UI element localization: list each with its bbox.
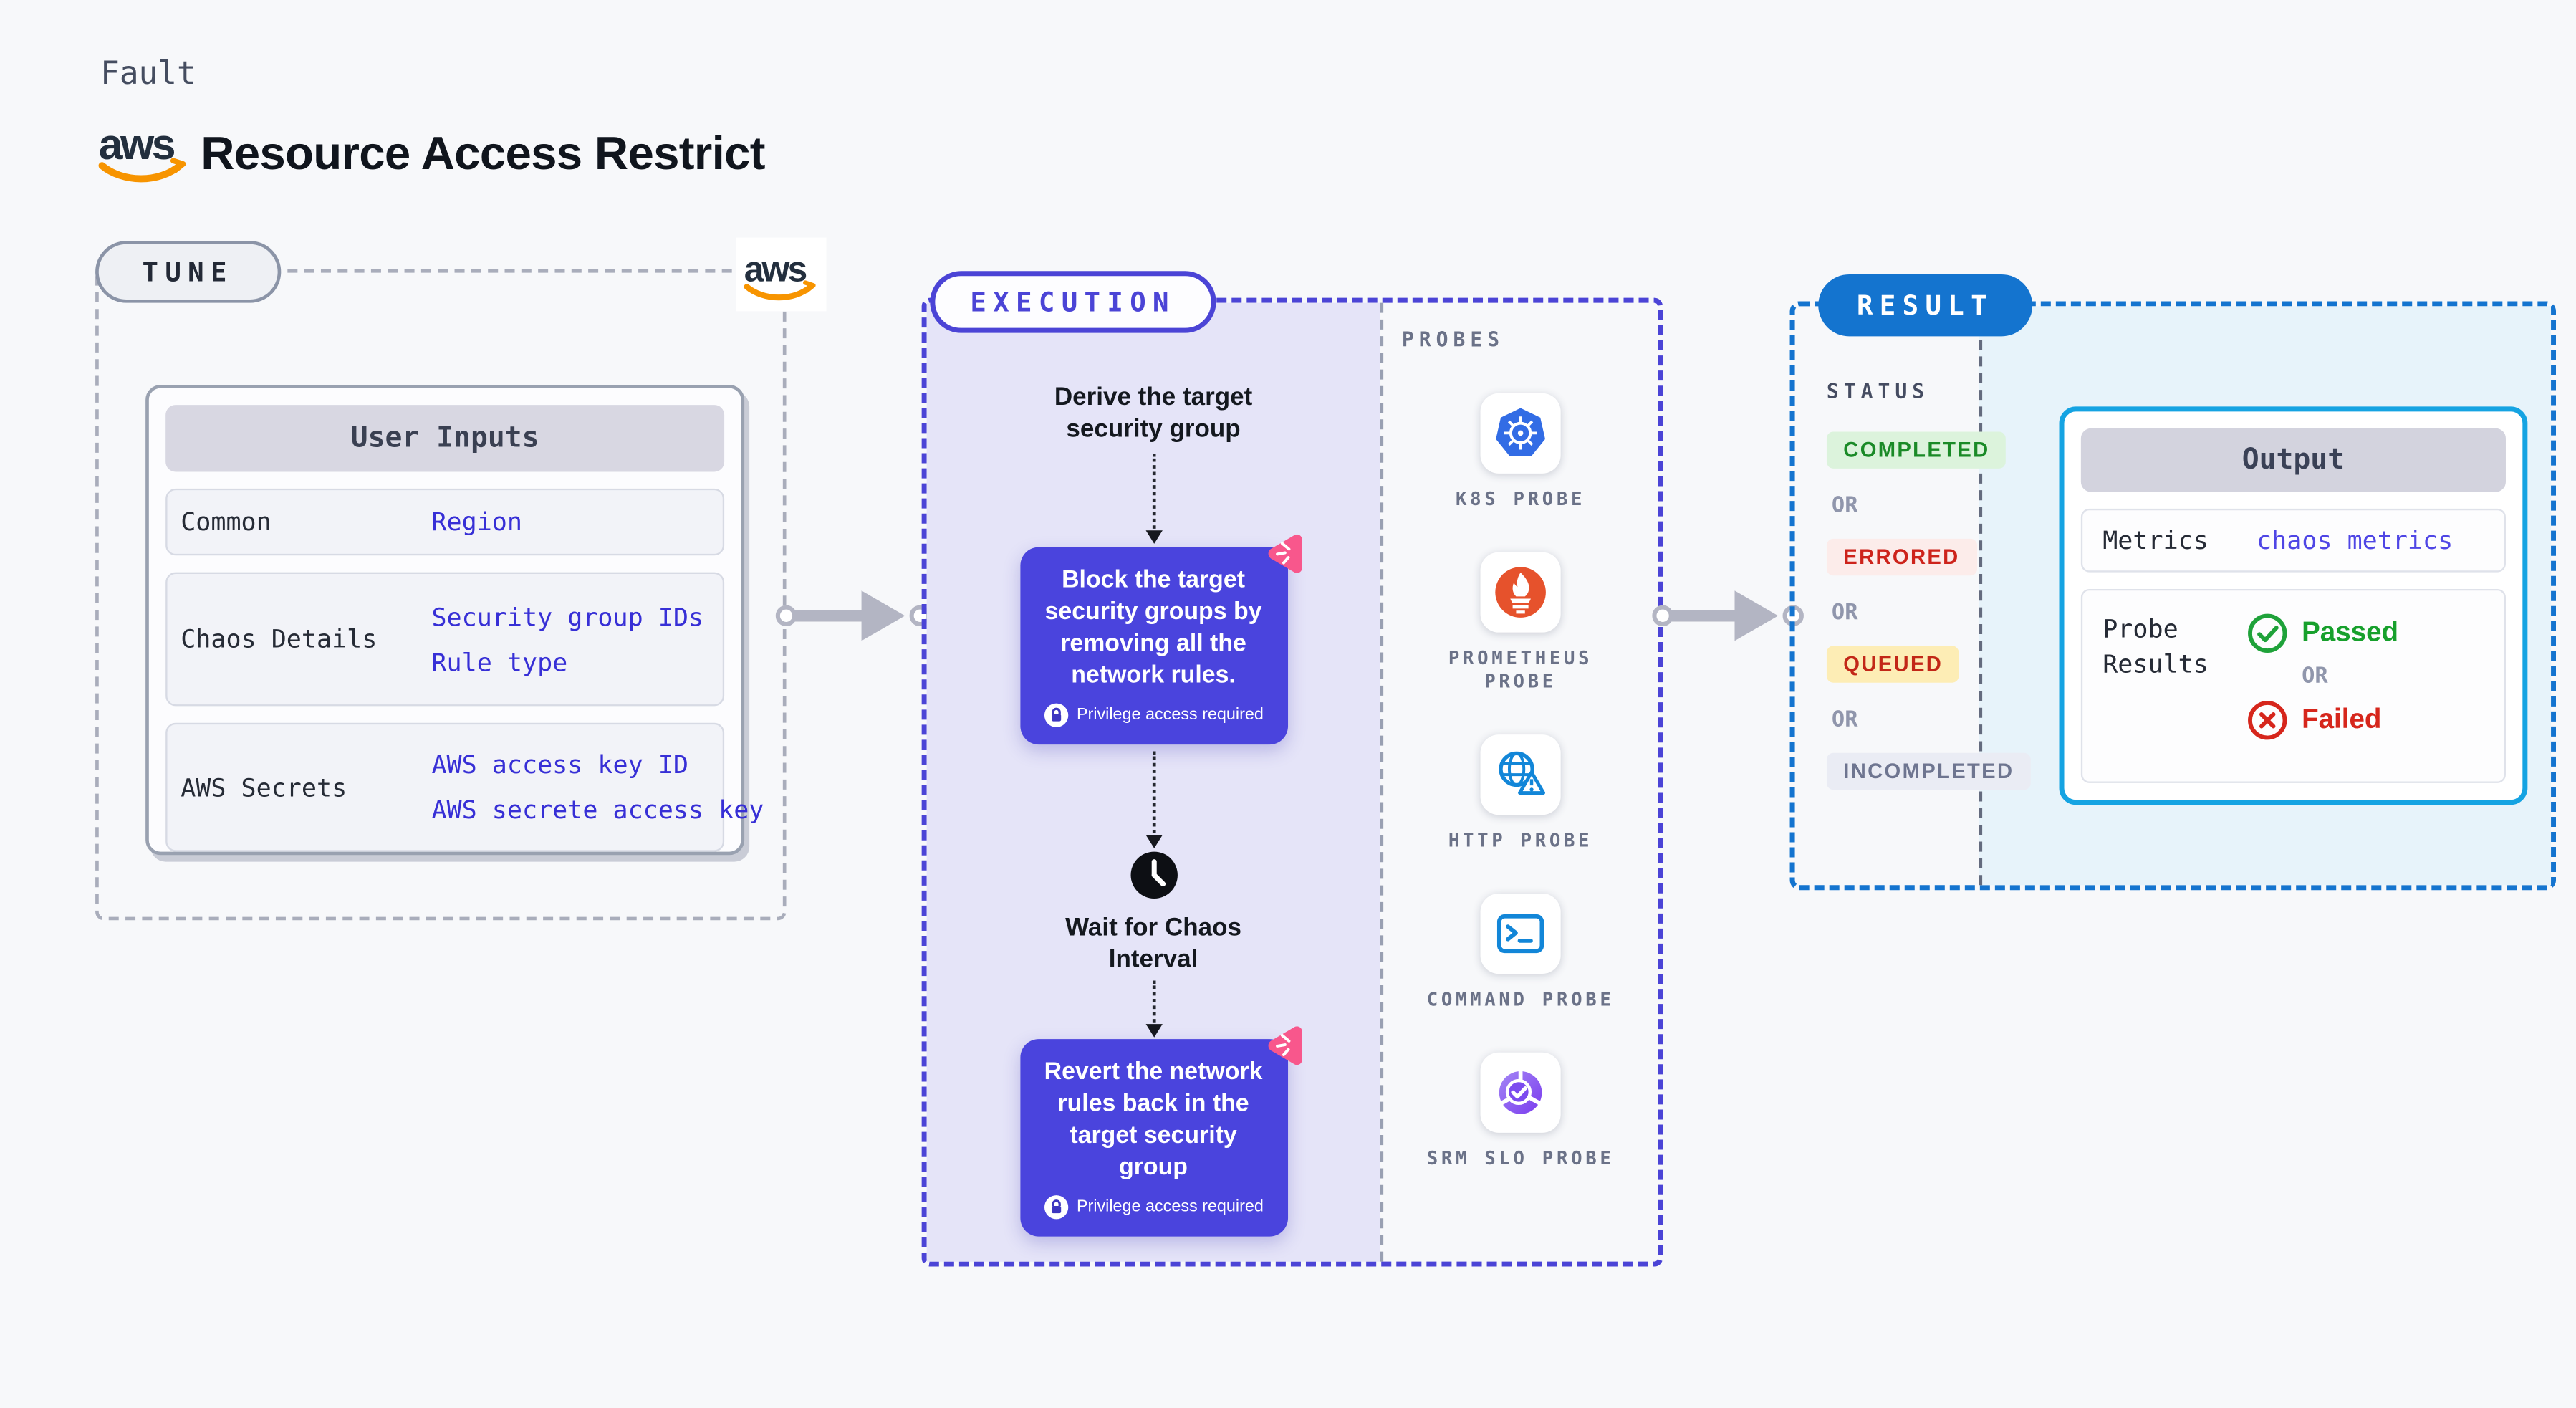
probe-results-row: Probe Results Passed OR [2080,588,2506,783]
flow-arrow-icon [1652,590,1804,641]
metrics-value: chaos metrics [2257,525,2454,556]
tune-pill: TUNE [95,241,281,303]
chaos-mark-icon [1267,534,1302,573]
passed-label: Passed [2302,617,2399,648]
row-label: Chaos Details [181,623,378,655]
status-badge: COMPLETED [1826,431,2007,469]
aws-logo-text: aws [99,120,175,168]
step-text: Revert the network rules back in the tar… [1044,1059,1263,1182]
status-badge: INCOMPLETED [1826,752,2031,790]
status-badge: QUEUED [1826,646,1960,683]
user-inputs-header: User Inputs [165,405,725,472]
probe-card [1480,1052,1561,1133]
row-value: Security group IDs [431,601,704,632]
aws-logo-icon: aws [744,249,816,301]
dotted-connector-icon [1145,980,1162,1038]
probes-label: PROBES [1401,327,1505,352]
row-value: AWS access key ID [431,750,688,780]
aws-logo-text: aws [744,249,807,289]
probe-label: SRM SLO PROBE [1426,1147,1615,1170]
list-item: HTTP PROBE [1423,734,1618,853]
probe-card [1480,734,1561,815]
check-circle-icon [2248,613,2287,653]
kubernetes-icon [1496,408,1546,456]
x-circle-icon [2248,701,2287,740]
probe-label: HTTP PROBE [1448,830,1593,852]
probe-card [1480,893,1561,974]
failed-label: Failed [2302,704,2382,735]
step-text: Block the target security groups by remo… [1044,567,1262,690]
table-row: Common Region [165,488,725,556]
list-item: PROMETHEUS PROBE [1423,552,1618,694]
privilege-badge-text: Privilege access required [1076,706,1264,725]
row-value: Region [431,507,522,537]
result-pill: RESULT [1818,274,2032,337]
or-separator: OR [1831,493,1858,519]
status-column: STATUS COMPLETED OR ERRORED OR QUEUED OR… [1826,306,2031,790]
step-revert-network-rules: Revert the network rules back in the tar… [1019,1026,1302,1237]
or-separator: OR [1831,600,1858,626]
or-separator: OR [1831,707,1858,733]
probe-label: COMMAND PROBE [1426,989,1615,1011]
probe-results-label: Probe Results [2102,613,2209,680]
page-title: Resource Access Restrict [201,127,765,179]
table-row: Chaos Details Security group IDs Rule ty… [165,572,725,707]
probe-label: K8S PROBE [1455,488,1586,511]
flow-arrow-icon [775,590,931,641]
tune-aws-corner: aws [736,237,827,312]
metrics-row: Metrics chaos metrics [2080,508,2506,573]
execution-pill: EXECUTION [930,271,1216,333]
privilege-badge: Privilege access required [1033,703,1274,728]
user-inputs-rows: Common Region Chaos Details Security gro… [165,488,764,852]
probe-list: K8S PROBE PROMETHEUS PROBE [1383,393,1658,1172]
probes-panel: PROBES [1380,302,1658,1262]
probe-results-values: Passed OR Failed [2246,590,2504,781]
step-derive-security-group: Derive the target security group [1054,383,1253,444]
step-block-security-groups: Block the target security groups by remo… [1019,534,1302,745]
row-label: Common [181,507,271,537]
execution-section: PROBES [921,271,1663,1267]
table-row: AWS Secrets AWS access key ID AWS secret… [165,722,764,852]
failed-line: Failed [2246,699,2504,741]
list-item: SRM SLO PROBE [1423,1052,1618,1172]
execution-flow: Derive the target security group Block t… [927,303,1380,1237]
fault-kicker: Fault [100,55,196,92]
lock-icon [1044,703,1068,727]
metrics-label: Metrics [2102,525,2209,556]
or-separator: OR [2302,664,2328,690]
clock-icon [1130,851,1177,899]
dotted-connector-icon [1145,453,1162,544]
probe-label: PROMETHEUS PROBE [1448,647,1593,693]
step-wait-chaos-interval: Wait for Chaos Interval [1065,913,1241,974]
http-globe-warning-icon [1499,751,1546,795]
aws-logo-icon: aws [98,120,186,183]
result-section: RESULT STATUS COMPLETED OR ERRORED OR QU… [1789,274,2557,891]
output-card: Output Metrics chaos metrics Probe Resul… [2059,406,2528,805]
list-item: COMMAND PROBE [1423,893,1618,1012]
privilege-badge: Privilege access required [1033,1194,1274,1220]
tune-section: TUNE aws User Inputs Common Region Chaos… [95,237,827,921]
status-badge: ERRORED [1826,538,1976,576]
dotted-connector-icon [1145,751,1162,848]
prometheus-icon [1495,567,1546,618]
user-inputs-card: User Inputs Common Region Chaos Details … [145,385,764,856]
row-value: AWS secrete access key [431,795,764,825]
chaos-mark-icon [1267,1026,1302,1065]
row-value: Rule type [431,646,568,677]
passed-line: Passed [2246,613,2504,654]
probe-card [1480,393,1561,474]
status-label: STATUS [1826,380,1930,403]
srm-slo-donut-check-icon [1499,1070,1542,1114]
probe-card [1480,552,1561,633]
row-label: AWS Secrets [181,772,347,803]
privilege-badge-text: Privilege access required [1076,1197,1264,1217]
lock-icon [1044,1195,1068,1220]
terminal-icon [1496,914,1544,954]
output-header: Output [2080,428,2506,492]
list-item: K8S PROBE [1423,393,1618,512]
